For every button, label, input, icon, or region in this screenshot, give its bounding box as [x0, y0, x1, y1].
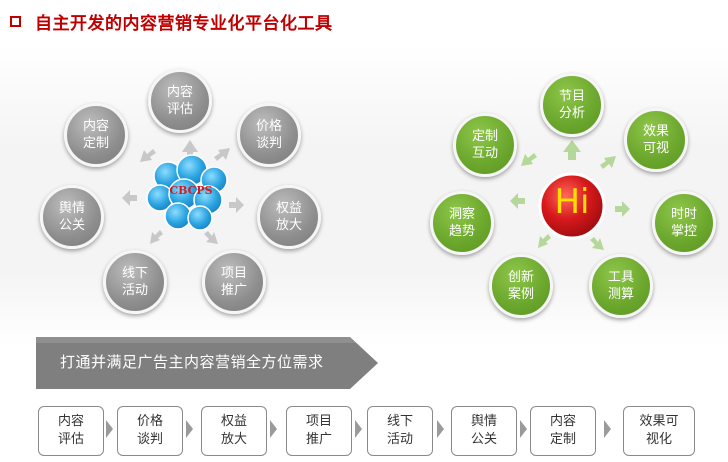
- left-node-project-promotion: 项目 推广: [202, 250, 266, 314]
- flow-arrow-5: [437, 420, 444, 438]
- flow-arrow-6: [520, 420, 527, 438]
- bottom-item-effect-visual: 效果可 视化: [623, 406, 695, 456]
- left-node-public-opinion: 舆情 公关: [40, 185, 104, 249]
- right-node-program-analysis: 节目 分析: [540, 73, 604, 137]
- banner-arrow-shape: [36, 337, 378, 389]
- bottom-item-project-promotion: 项目 推广: [286, 406, 352, 456]
- flow-arrow-1: [106, 420, 113, 438]
- right-node-custom-interaction: 定制 互动: [453, 113, 517, 177]
- right-node-real-time-control: 时时 掌控: [652, 191, 716, 255]
- right-arrows: [510, 140, 630, 250]
- right-node-tool-calc: 工具 测算: [589, 254, 653, 318]
- cbcps-cloud: [146, 154, 228, 231]
- flow-arrow-4: [355, 420, 362, 438]
- bottom-item-content-custom: 内容 定制: [530, 406, 596, 456]
- hi-label: Hi: [554, 182, 590, 222]
- left-arrow-6: [122, 190, 137, 206]
- bottom-item-offline-activity: 线下 活动: [367, 406, 433, 456]
- left-arrow-1: [182, 140, 198, 160]
- right-arrow-6: [510, 193, 525, 209]
- left-arrow-5: [150, 230, 163, 244]
- title-bullet-icon: [10, 15, 21, 27]
- right-node-insight-trend: 洞察 趋势: [430, 191, 494, 255]
- left-arrow-4: [204, 231, 218, 244]
- left-node-price-negotiation: 价格 谈判: [237, 103, 301, 167]
- left-arrows: [122, 140, 244, 244]
- left-arrow-7: [140, 149, 156, 162]
- left-node-offline-activity: 线下 活动: [103, 250, 167, 314]
- left-node-rights-amplify: 权益 放大: [257, 185, 321, 249]
- left-node-content-custom: 内容 定制: [64, 103, 128, 167]
- flow-arrow-7: [604, 420, 611, 438]
- right-arrow-1: [563, 140, 581, 160]
- bottom-item-price-negotiation: 价格 谈判: [117, 406, 183, 456]
- right-arrow-5: [538, 234, 551, 248]
- left-arrow-3: [229, 197, 244, 213]
- flow-arrow-3: [270, 420, 277, 438]
- right-arrow-4: [590, 237, 604, 250]
- cbcps-label: CBCPS: [169, 184, 213, 197]
- right-arrow-7: [521, 153, 537, 166]
- bottom-item-public-opinion: 舆情 公关: [451, 406, 517, 456]
- right-node-innovation-case: 创新 案例: [489, 254, 553, 318]
- page-title: 自主开发的内容营销专业化平台化工具: [35, 13, 333, 34]
- left-node-content-evaluation: 内容 评估: [148, 69, 212, 133]
- flow-arrow-2: [186, 420, 193, 438]
- left-arrow-2: [214, 148, 230, 161]
- bottom-item-rights-amplify: 权益 放大: [201, 406, 267, 456]
- banner-text: 打通并满足广告主内容营销全方位需求: [60, 353, 324, 371]
- right-arrow-3: [615, 201, 630, 217]
- bottom-item-content-evaluation: 内容 评估: [38, 406, 104, 456]
- hi-circle: [538, 172, 606, 240]
- right-arrow-2: [600, 156, 616, 169]
- right-node-effect-visual: 效果 可视: [624, 108, 688, 172]
- title-bar: 自主开发的内容营销专业化平台化工具: [10, 8, 333, 34]
